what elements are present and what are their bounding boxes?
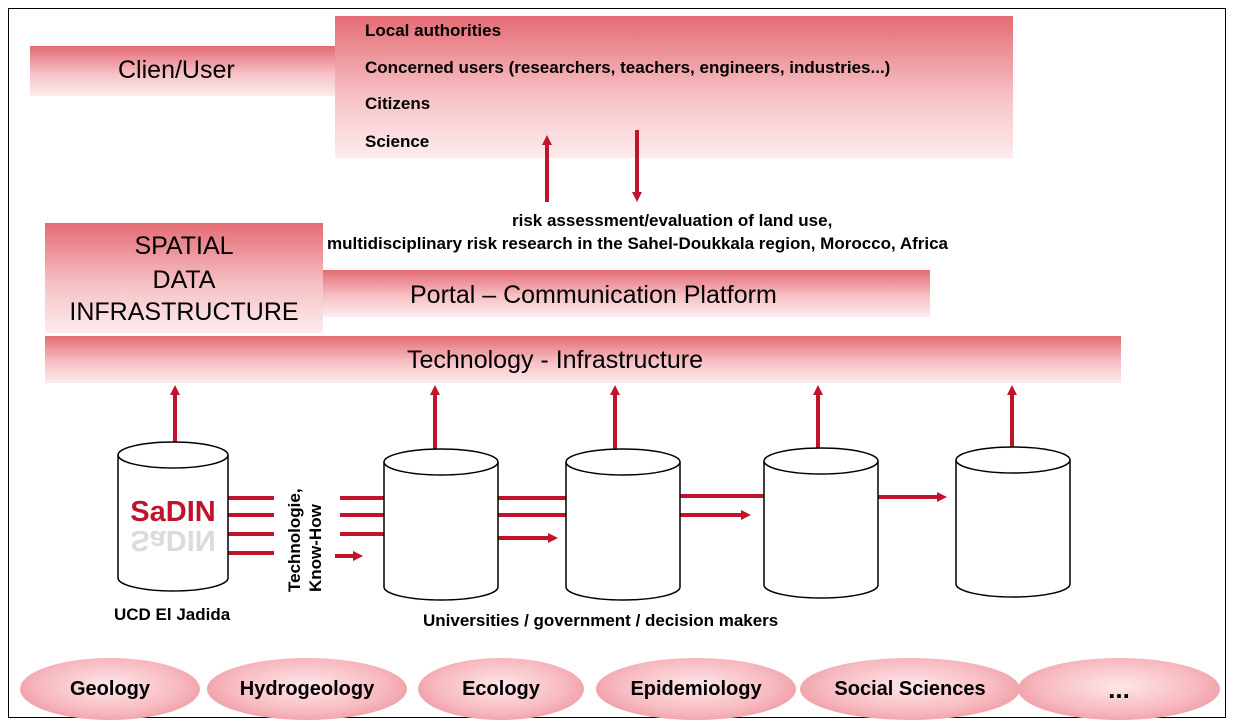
client-item-concerned-users: Concerned users (researchers, teachers, … [365,58,891,77]
client-user-label: Clien/User [118,56,235,84]
client-item-citizens: Citizens [365,94,431,113]
sdi-line3: INFRASTRUCTURE [69,298,299,326]
know-how-line1: Technologie, [285,488,304,592]
discipline-hydrogeology: Hydrogeology [207,658,407,720]
discipline-ecology: Ecology [418,658,584,720]
sdi-line2: DATA [152,266,216,294]
technology-band [45,336,1121,383]
client-items-panel [335,16,1013,158]
sadin-logo: SaDIN [130,496,215,528]
client-item-local-authorities: Local authorities [365,21,502,40]
database-cylinder-1 [383,448,499,601]
discipline-more: ... [1018,658,1220,720]
database-cylinder-sadin [117,441,229,592]
discipline-geology: Geology [20,658,200,720]
client-user-band [30,46,350,96]
discipline-epidemiology: Epidemiology [596,658,796,720]
svg-text:SaDIN: SaDIN [130,524,215,556]
risk-text-line1: risk assessment/evaluation of land use, [512,211,833,230]
database-cylinder-3 [763,447,879,599]
database-cylinder-4 [955,446,1071,598]
discipline-social-sciences: Social Sciences [800,658,1020,720]
sdi-box [45,223,323,333]
risk-text-line2: multidisciplinary risk research in the S… [327,234,949,253]
portal-label: Portal – Communication Platform [410,281,777,309]
sadin-logo-reflection: SaDIN [130,524,215,556]
client-item-science: Science [365,132,430,151]
ucd-label: UCD El Jadida [114,605,231,624]
portal-band [323,270,930,317]
technology-label: Technology - Infrastructure [407,346,703,374]
diagram-frame [8,8,1226,718]
sdi-line1: SPATIAL [134,232,234,260]
know-how-line2: Know-How [306,503,325,592]
universities-label: Universities / government / decision mak… [423,611,779,630]
database-cylinder-2 [565,448,681,601]
